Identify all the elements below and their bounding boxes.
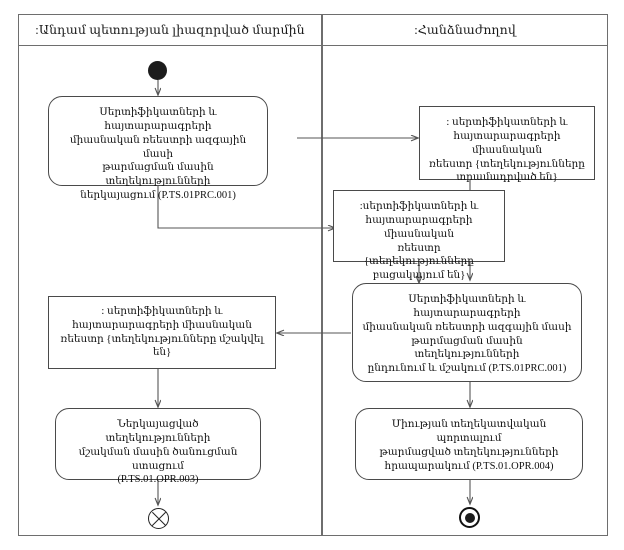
flow-final-node: [148, 508, 169, 529]
action-receive-notification-label: Ներկայացված տեղեկությունների մշակման մաս…: [78, 419, 238, 486]
final-node: [459, 507, 480, 528]
action-receive-notification[interactable]: Ներկայացված տեղեկությունների մշակման մաս…: [55, 408, 261, 485]
object-registry-info-absent-label: :սերտիֆիկատների և հայտարարագրերի միասնակ…: [359, 201, 479, 282]
action-publish-on-portal[interactable]: Միության տեղեկատվական պորտալում թարմացվա…: [355, 408, 583, 480]
object-registry-info-absent[interactable]: :սերտիֆիկատների և հայտարարագրերի միասնակ…: [333, 190, 505, 281]
swimlane-title-commission: :Հանձնաժողով: [414, 22, 516, 37]
object-registry-info-provided[interactable]: : սերտիֆիկատների և հայտարարագրերի միասնա…: [419, 106, 595, 183]
swimlane-member-state: [18, 14, 322, 536]
swimlane-commission: [322, 14, 608, 536]
initial-node: [148, 61, 167, 80]
swimlane-title-member-state: :Անդամ պետության լիազորված մարմին: [35, 22, 305, 37]
swimlane-header-member-state: :Անդամ պետության լիազորված մարմին: [18, 14, 322, 46]
action-submit-registry-update-label: Սերտիֆիկատների և հայտարարագրերի միասնակա…: [69, 107, 247, 202]
object-registry-info-processed-label: : սերտիֆիկատների և հայտարարագրերի միասնա…: [60, 305, 264, 359]
object-registry-info-processed[interactable]: : սերտիֆիկատների և հայտարարագրերի միասնա…: [48, 296, 276, 369]
action-publish-on-portal-label: Միության տեղեկատվական պորտալում թարմացվա…: [379, 419, 559, 472]
action-submit-registry-update[interactable]: Սերտիֆիկատների և հայտարարագրերի միասնակա…: [48, 96, 268, 201]
action-receive-and-process-label: Սերտիֆիկատների և հայտարարագրերի միասնակա…: [362, 294, 572, 375]
swimlane-header-commission: :Հանձնաժողով: [322, 14, 608, 46]
action-receive-and-process[interactable]: Սերտիֆիկատների և հայտարարագրերի միասնակա…: [352, 283, 582, 382]
object-registry-info-provided-label: : սերտիֆիկատների և հայտարարագրերի միասնա…: [429, 117, 585, 184]
